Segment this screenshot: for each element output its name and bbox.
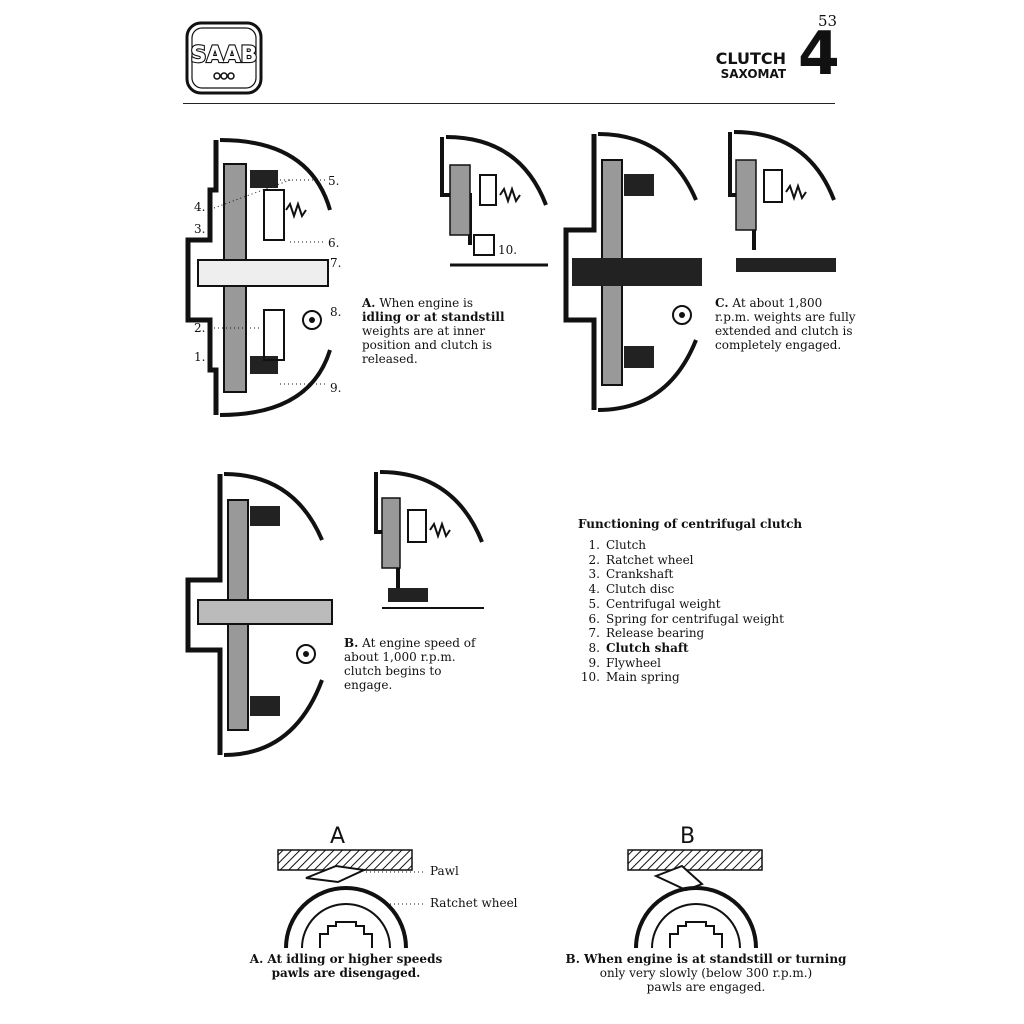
caption-c-line4: completely engaged. — [715, 338, 842, 352]
ratchet-label-b: B — [680, 824, 696, 849]
saab-logo: SAAB — [185, 21, 263, 95]
caption-a-line3: weights are at inner — [362, 324, 486, 338]
ratchet-caption-a-line1: A. At idling or higher speeds — [249, 952, 443, 966]
caption-c-line1: At about 1,800 — [732, 296, 823, 310]
legend-item: 1.Clutch — [588, 538, 647, 552]
legend-item: 2.Ratchet wheel — [588, 552, 694, 567]
clutch-detail-a — [440, 135, 548, 267]
ratchet-caption-a: A. At idling or higher speeds pawls are … — [236, 952, 456, 980]
ratchet-caption-b-line3: pawls are engaged. — [646, 980, 766, 994]
caption-c-line2: r.p.m. weights are fully — [715, 310, 856, 324]
section-number: 4 — [798, 19, 840, 89]
caption-b-line2: about 1,000 r.p.m. — [344, 650, 456, 664]
caption-a-line1: When engine is — [379, 296, 474, 310]
legend-item: 10.Main spring — [580, 670, 680, 685]
legend-item: 8.Clutch shaft — [588, 640, 689, 655]
caption-c-prefix: C. — [715, 296, 729, 310]
caption-a-prefix: A. — [362, 296, 376, 310]
legend-item: 3.Crankshaft — [588, 567, 674, 582]
legend-item: 4.Clutch disc — [588, 582, 675, 597]
caption-c: C. At about 1,800 r.p.m. weights are ful… — [715, 296, 875, 352]
callout-4: 4. — [194, 200, 206, 214]
callout-9: 9. — [330, 381, 342, 395]
ratchet-caption-b: B. When engine is at standstill or turni… — [556, 952, 856, 994]
ratchet-caption-b-line2: only very slowly (below 300 r.p.m.) — [599, 966, 813, 980]
callout-5: 5. — [328, 174, 340, 188]
caption-c-line3: extended and clutch is — [715, 324, 853, 338]
legend-item: 6.Spring for centrifugal weight — [588, 611, 784, 626]
pawl-label: Pawl — [430, 864, 459, 878]
callout-6: 6. — [328, 236, 340, 250]
legend-list: 1.Clutch 2.Ratchet wheel 3.Crankshaft 4.… — [578, 538, 784, 685]
clutch-diagram-a-large — [185, 138, 332, 417]
ratchet-caption-a-line2: pawls are disengaged. — [271, 966, 421, 980]
caption-a-bold: idling or at standstill — [362, 310, 505, 324]
clutch-detail-c — [728, 130, 836, 272]
clutch-diagram-b-large — [185, 472, 333, 757]
clutch-diagram-c-large — [563, 132, 702, 412]
callout-3: 3. — [194, 222, 206, 236]
callout-7: 7. — [330, 256, 342, 270]
callout-8: 8. — [330, 305, 342, 319]
caption-b-line4: engage. — [344, 678, 393, 692]
svg-text:SAAB: SAAB — [191, 43, 258, 68]
caption-b-line3: clutch begins to — [344, 664, 442, 678]
ratchet-caption-b-line1: B. When engine is at standstill or turni… — [565, 952, 847, 966]
callout-2: 2. — [194, 321, 206, 335]
legend-item: 5.Centrifugal weight — [588, 596, 721, 611]
caption-a-line4: position and clutch is — [362, 338, 493, 352]
legend-title: Functioning of centrifugal clutch — [578, 517, 803, 531]
ratchet-diagram-a — [277, 849, 426, 949]
caption-b-line1: At engine speed of — [362, 636, 476, 650]
caption-b: B. At engine speed of about 1,000 r.p.m.… — [344, 636, 504, 692]
legend-item: 9.Flywheel — [588, 655, 661, 670]
header-rule — [183, 103, 835, 104]
ratchet-label-a: A — [330, 824, 346, 849]
caption-a: A. When engine is idling or at standstil… — [362, 296, 522, 366]
ratchet-diagram-b — [627, 849, 763, 949]
legend-item: 7.Release bearing — [588, 626, 705, 641]
caption-a-line5: released. — [362, 352, 418, 366]
section-title: CLUTCH SAXOMAT — [716, 50, 786, 81]
callout-1: 1. — [194, 350, 206, 364]
clutch-detail-b — [374, 470, 484, 609]
ratchet-wheel-label: Ratchet wheel — [430, 896, 518, 910]
caption-b-prefix: B. — [344, 636, 359, 650]
section-title-sub: SAXOMAT — [720, 67, 786, 81]
section-title-main: CLUTCH — [715, 49, 786, 68]
page-number: 53 — [818, 12, 838, 30]
callout-10: 10. — [498, 243, 518, 257]
